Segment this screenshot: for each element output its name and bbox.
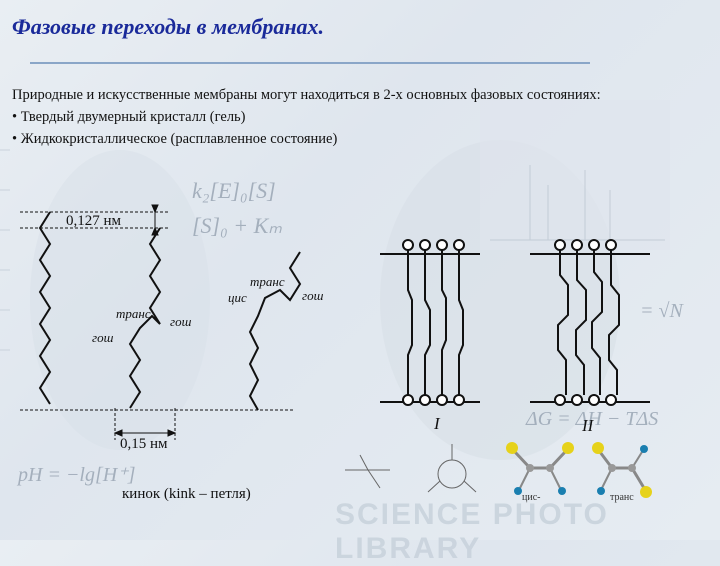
molecule-cis-label: цис-: [522, 492, 541, 503]
newman-projection: [345, 444, 477, 493]
molecule-trans-label: транс: [610, 492, 634, 503]
label-gosh-3: гош: [302, 288, 324, 303]
title-underline: [30, 62, 590, 64]
slide-title: Фазовые переходы в мембранах.: [12, 14, 325, 39]
bg-formula-denominator: [S]₀ + Kₘ: [192, 213, 282, 238]
body-text: Природные и искусственные мембраны могут…: [12, 84, 602, 150]
slide: k₂[E]₀[S] [S]₀ + Kₘ ΔG = ΔH − TΔS pH = −…: [0, 14, 683, 565]
phase-label-I: I: [434, 414, 440, 433]
chain-all-trans: [38, 211, 52, 405]
dim-label-top: 0,127 нм: [66, 213, 122, 229]
intro-paragraph: Природные и искусственные мембраны могут…: [12, 87, 601, 103]
label-gosh-1: гош: [170, 314, 192, 329]
bilayer-phase-I: [380, 239, 480, 406]
phase-label-II: II: [582, 416, 594, 435]
label-trans-2: транс: [250, 274, 285, 289]
bilayer-phase-II: [530, 239, 650, 406]
kink-caption: кинок (kink – петля): [122, 486, 251, 502]
label-trans-1: транс: [116, 306, 151, 321]
bg-formula-numerator: k₂[E]₀[S]: [192, 178, 276, 203]
dim-label-bottom: 0,15 нм: [120, 436, 168, 452]
chain-with-kink: [128, 227, 162, 409]
bg-formula-ph: pH = −lg[H⁺]: [18, 464, 136, 486]
label-cis: цис: [228, 290, 247, 305]
bg-formula-gibbs: ΔG = ΔH − TΔS: [526, 408, 659, 430]
bg-formula-sqrt: = √N: [640, 300, 683, 322]
watermark: SCIENCE PHOTO LIBRARY: [335, 498, 609, 565]
background-art: [0, 100, 670, 460]
bullet-liquid-crystal: • Жидкокристаллическое (расплавленное со…: [12, 131, 338, 147]
chain-diagram: [20, 204, 652, 498]
chain-cis: [248, 251, 302, 411]
molecule-trans: [592, 442, 652, 498]
label-gosh-2: гош: [92, 330, 114, 345]
bullet-gel: • Твердый двумерный кристалл (гель): [12, 109, 246, 125]
molecule-cis: [506, 442, 574, 495]
